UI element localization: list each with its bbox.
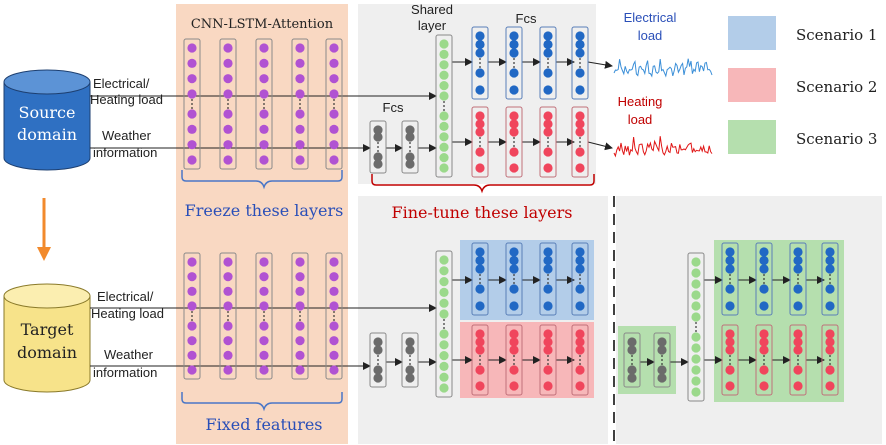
fc-red-top-2 (505, 106, 523, 178)
fc-blue-top-1 (471, 26, 489, 100)
cnn-layer-top-2 (219, 38, 237, 170)
finetune-brace (371, 174, 595, 194)
fc-gray-top-1 (369, 120, 387, 174)
legend-label-scenario3: Scenario 3 (796, 130, 877, 148)
fc-blue-top-2 (505, 26, 523, 100)
fc-blue-bottom-right-2 (755, 242, 773, 316)
top-load-label-2: Heating load (90, 92, 163, 107)
fc-blue-bottom-right-3 (789, 242, 807, 316)
fc-red-top-3 (539, 106, 557, 178)
connection-lines (90, 58, 825, 370)
legend-label-scenario2: Scenario 2 (796, 78, 877, 96)
top-red-to-output (587, 141, 613, 151)
electrical-load-signal (613, 58, 713, 78)
cnn-lstm-attention-panel (176, 4, 348, 444)
cnn-layer-bottom-2 (219, 252, 237, 380)
fc-red-bottom-left-2 (505, 324, 523, 396)
cnn-layer-bottom-1 (183, 252, 201, 380)
fc-red-bottom-right-4 (821, 324, 839, 396)
bottom-weather-label-1: Weather (104, 347, 154, 362)
cnn-layer-top-3 (255, 38, 273, 170)
fc-red-bottom-left-3 (539, 324, 557, 396)
electrical-output-label-1: Electrical (624, 10, 677, 25)
cnn-layer-top-5 (325, 38, 343, 170)
fc-gray-bottom-left-2 (401, 332, 419, 388)
top-weather-label-1: Weather (102, 128, 152, 143)
cnn-layer-bottom-3 (255, 252, 273, 380)
cnn-layer-bottom-5 (325, 252, 343, 380)
target-label-2: domain (17, 343, 77, 362)
fc-red-bottom-right-1 (721, 324, 739, 396)
bottom-load-label-2: Heating load (91, 306, 164, 321)
fc-gray-bottom-left-1 (369, 332, 387, 388)
shared-layer-bottom-right (687, 252, 705, 402)
fc-blue-top-4 (571, 26, 589, 100)
cnn-layer-top-4 (291, 38, 309, 170)
neuron-layers (183, 26, 839, 402)
finetune-layers-label: Fine-tune these layers (392, 203, 573, 222)
fcs-mid-title: Fcs (383, 100, 404, 115)
scenario3-fcs-box (618, 326, 676, 394)
source-label-1: Source (19, 103, 76, 122)
legend-label-scenario1: Scenario 1 (796, 26, 877, 44)
bottom-weather-label-2: information (93, 365, 157, 380)
fc-red-bottom-right-2 (755, 324, 773, 396)
heating-load-signal (613, 136, 713, 158)
cnn-layer-top-1 (183, 38, 201, 170)
target-domain-cylinder: Target domain (3, 283, 91, 393)
fixed-features-label: Fixed features (205, 415, 322, 434)
fc-gray-bottom-right-2 (653, 332, 671, 388)
fc-blue-bottom-left-4 (571, 242, 589, 316)
top-load-label-1: Electrical/ (93, 76, 150, 91)
freeze-brace (181, 170, 343, 190)
shared-layer-title-2: layer (418, 18, 447, 33)
fc-gray-top-2 (401, 120, 419, 174)
cnn-layer-bottom-4 (291, 252, 309, 380)
fc-gray-bottom-right-1 (623, 332, 641, 388)
freeze-layers-label: Freeze these layers (185, 201, 344, 220)
fc-red-bottom-left-1 (471, 324, 489, 396)
fc-red-bottom-right-3 (789, 324, 807, 396)
shared-layer-top (435, 34, 453, 178)
fcs-top-title: Fcs (516, 11, 537, 26)
electrical-output-label-2: load (638, 28, 663, 43)
bottom-load-label-1: Electrical/ (97, 289, 154, 304)
fc-blue-bottom-right-4 (821, 242, 839, 316)
scenario3-output-box (714, 240, 844, 402)
top-blue-to-output (587, 60, 613, 69)
legend-swatch-scenario1 (728, 16, 776, 50)
source-domain-cylinder: Source domain (3, 69, 91, 171)
shared-layer-bottom-left (435, 250, 453, 398)
heating-output-label-2: load (628, 112, 653, 127)
legend: Scenario 1 Scenario 2 Scenario 3 (728, 16, 877, 154)
target-label-1: Target (21, 320, 74, 339)
fc-blue-top-3 (539, 26, 557, 100)
fixed-brace (181, 392, 343, 412)
fc-red-top-4 (571, 106, 589, 178)
legend-swatch-scenario3 (728, 120, 776, 154)
fc-blue-bottom-left-3 (539, 242, 557, 316)
shared-layer-title-1: Shared (411, 2, 453, 17)
fc-red-top-1 (471, 106, 489, 178)
fc-blue-bottom-left-1 (471, 242, 489, 316)
top-finetune-panel (358, 4, 596, 184)
fc-blue-bottom-right-1 (721, 242, 739, 316)
cnn-lstm-attention-title: CNN-LSTM-Attention (191, 17, 334, 32)
legend-swatch-scenario2 (728, 68, 776, 102)
fc-blue-bottom-left-2 (505, 242, 523, 316)
source-label-2: domain (17, 125, 77, 144)
top-weather-label-2: information (93, 145, 157, 160)
fc-red-bottom-left-4 (571, 324, 589, 396)
heating-output-label-1: Heating (618, 94, 663, 109)
